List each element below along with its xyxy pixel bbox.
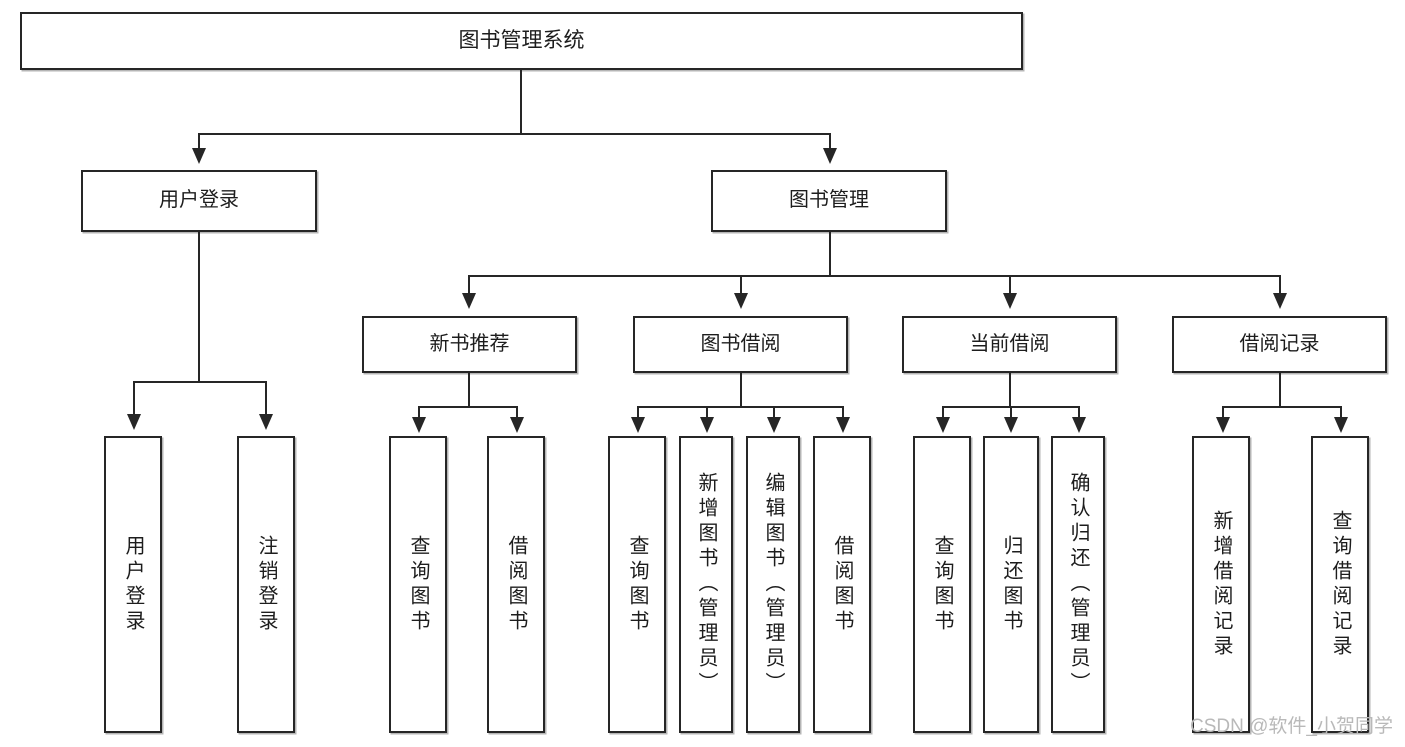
arrowhead-book-borrow bbox=[734, 293, 748, 309]
leaf-label: 注销登录 bbox=[255, 534, 277, 635]
node-borrow-record[interactable]: 借阅记录 bbox=[1172, 316, 1387, 373]
arrowhead-leaf-query-record bbox=[1334, 417, 1348, 433]
connector-new-book-bus bbox=[418, 406, 517, 408]
connector-level2-bus bbox=[198, 133, 831, 135]
leaf-borrow-book-new-recommend[interactable]: 借阅图书 bbox=[487, 436, 545, 733]
arrowhead-leaf-borrow-book-1 bbox=[510, 417, 524, 433]
leaf-query-book-borrow[interactable]: 查询图书 bbox=[608, 436, 666, 733]
node-book-borrow[interactable]: 图书借阅 bbox=[633, 316, 848, 373]
leaf-logout[interactable]: 注销登录 bbox=[237, 436, 295, 733]
connector-user-login-bus bbox=[133, 381, 266, 383]
leaf-label: 借阅图书 bbox=[831, 534, 853, 635]
arrowhead-borrow-record bbox=[1273, 293, 1287, 309]
connector-user-login-left bbox=[133, 381, 135, 416]
leaf-query-book-current[interactable]: 查询图书 bbox=[913, 436, 971, 733]
connector-book-borrow-c4 bbox=[842, 406, 844, 418]
arrowhead-leaf-query-book-3 bbox=[936, 417, 950, 433]
connector-new-book-c2 bbox=[516, 406, 518, 418]
node-label: 新书推荐 bbox=[429, 332, 510, 355]
node-label: 用户登录 bbox=[159, 189, 239, 212]
connector-borrow-record-bus bbox=[1222, 406, 1341, 408]
arrowhead-current-borrow bbox=[1003, 293, 1017, 309]
connector-book-borrow-c1 bbox=[637, 406, 639, 418]
leaf-add-book-admin[interactable]: 新增图书（管理员） bbox=[679, 436, 733, 733]
connector-current-borrow-c3 bbox=[1078, 406, 1080, 418]
node-label: 图书借阅 bbox=[700, 332, 781, 355]
leaf-label: 归还图书 bbox=[1000, 534, 1022, 635]
arrowhead-user-login bbox=[192, 148, 206, 164]
node-label: 图书管理 bbox=[789, 189, 869, 212]
connector-book-borrow-c2 bbox=[706, 406, 708, 418]
connector-user-login-stem bbox=[198, 232, 200, 382]
connector-new-book-stem bbox=[468, 373, 470, 407]
node-label: 当前借阅 bbox=[969, 332, 1050, 355]
connector-book-manage-stem bbox=[829, 232, 831, 276]
connector-current-borrow-c2 bbox=[1010, 406, 1012, 418]
connector-current-borrow-c1 bbox=[942, 406, 944, 418]
connector-to-user-login bbox=[198, 133, 200, 151]
connector-to-book-borrow bbox=[740, 275, 742, 295]
arrowhead-leaf-add-record bbox=[1216, 417, 1230, 433]
leaf-label: 查询借阅记录 bbox=[1329, 509, 1351, 660]
connector-book-borrow-c3 bbox=[773, 406, 775, 418]
leaf-query-book-new-recommend[interactable]: 查询图书 bbox=[389, 436, 447, 733]
connector-user-login-right bbox=[265, 381, 267, 416]
leaf-query-borrow-record[interactable]: 查询借阅记录 bbox=[1311, 436, 1369, 733]
connector-borrow-record-c2 bbox=[1340, 406, 1342, 418]
leaf-label: 查询图书 bbox=[931, 534, 953, 635]
connector-to-book-manage bbox=[829, 133, 831, 151]
leaf-label: 确认归还（管理员） bbox=[1067, 472, 1089, 697]
connector-new-book-c1 bbox=[418, 406, 420, 418]
leaf-user-login[interactable]: 用户登录 bbox=[104, 436, 162, 733]
node-label: 借阅记录 bbox=[1239, 332, 1320, 355]
leaf-add-borrow-record[interactable]: 新增借阅记录 bbox=[1192, 436, 1250, 733]
leaf-edit-book-admin[interactable]: 编辑图书（管理员） bbox=[746, 436, 800, 733]
leaf-label: 查询图书 bbox=[407, 534, 429, 635]
connector-level3-bus bbox=[468, 275, 1280, 277]
node-user-login[interactable]: 用户登录 bbox=[81, 170, 317, 232]
connector-to-new-book bbox=[468, 275, 470, 295]
leaf-label: 新增图书（管理员） bbox=[695, 472, 717, 697]
node-root-book-management-system[interactable]: 图书管理系统 bbox=[20, 12, 1023, 70]
node-new-book-recommend[interactable]: 新书推荐 bbox=[362, 316, 577, 373]
leaf-label: 借阅图书 bbox=[505, 534, 527, 635]
connector-book-borrow-bus bbox=[637, 406, 843, 408]
node-current-borrow[interactable]: 当前借阅 bbox=[902, 316, 1117, 373]
connector-to-borrow-record bbox=[1279, 275, 1281, 295]
connector-root-stem bbox=[520, 70, 522, 134]
connector-to-current-borrow bbox=[1009, 275, 1011, 295]
arrowhead-leaf-logout bbox=[259, 414, 273, 430]
connector-current-borrow-stem bbox=[1009, 373, 1011, 407]
arrowhead-new-book bbox=[462, 293, 476, 309]
leaf-label: 新增借阅记录 bbox=[1210, 509, 1232, 660]
arrowhead-leaf-add-book bbox=[700, 417, 714, 433]
leaf-return-book[interactable]: 归还图书 bbox=[983, 436, 1039, 733]
leaf-label: 编辑图书（管理员） bbox=[762, 472, 784, 697]
arrowhead-leaf-return-book bbox=[1004, 417, 1018, 433]
connector-borrow-record-stem bbox=[1279, 373, 1281, 407]
arrowhead-book-manage bbox=[823, 148, 837, 164]
arrowhead-leaf-user-login bbox=[127, 414, 141, 430]
leaf-confirm-return-admin[interactable]: 确认归还（管理员） bbox=[1051, 436, 1105, 733]
connector-borrow-record-c1 bbox=[1222, 406, 1224, 418]
connector-book-borrow-stem bbox=[740, 373, 742, 407]
arrowhead-leaf-borrow-book-2 bbox=[836, 417, 850, 433]
node-book-management[interactable]: 图书管理 bbox=[711, 170, 947, 232]
arrowhead-leaf-query-book-2 bbox=[631, 417, 645, 433]
leaf-borrow-book-borrow[interactable]: 借阅图书 bbox=[813, 436, 871, 733]
leaf-label: 查询图书 bbox=[626, 534, 648, 635]
node-label: 图书管理系统 bbox=[458, 28, 585, 52]
arrowhead-leaf-confirm-return bbox=[1072, 417, 1086, 433]
arrowhead-leaf-query-book-1 bbox=[412, 417, 426, 433]
arrowhead-leaf-edit-book bbox=[767, 417, 781, 433]
leaf-label: 用户登录 bbox=[122, 534, 144, 635]
